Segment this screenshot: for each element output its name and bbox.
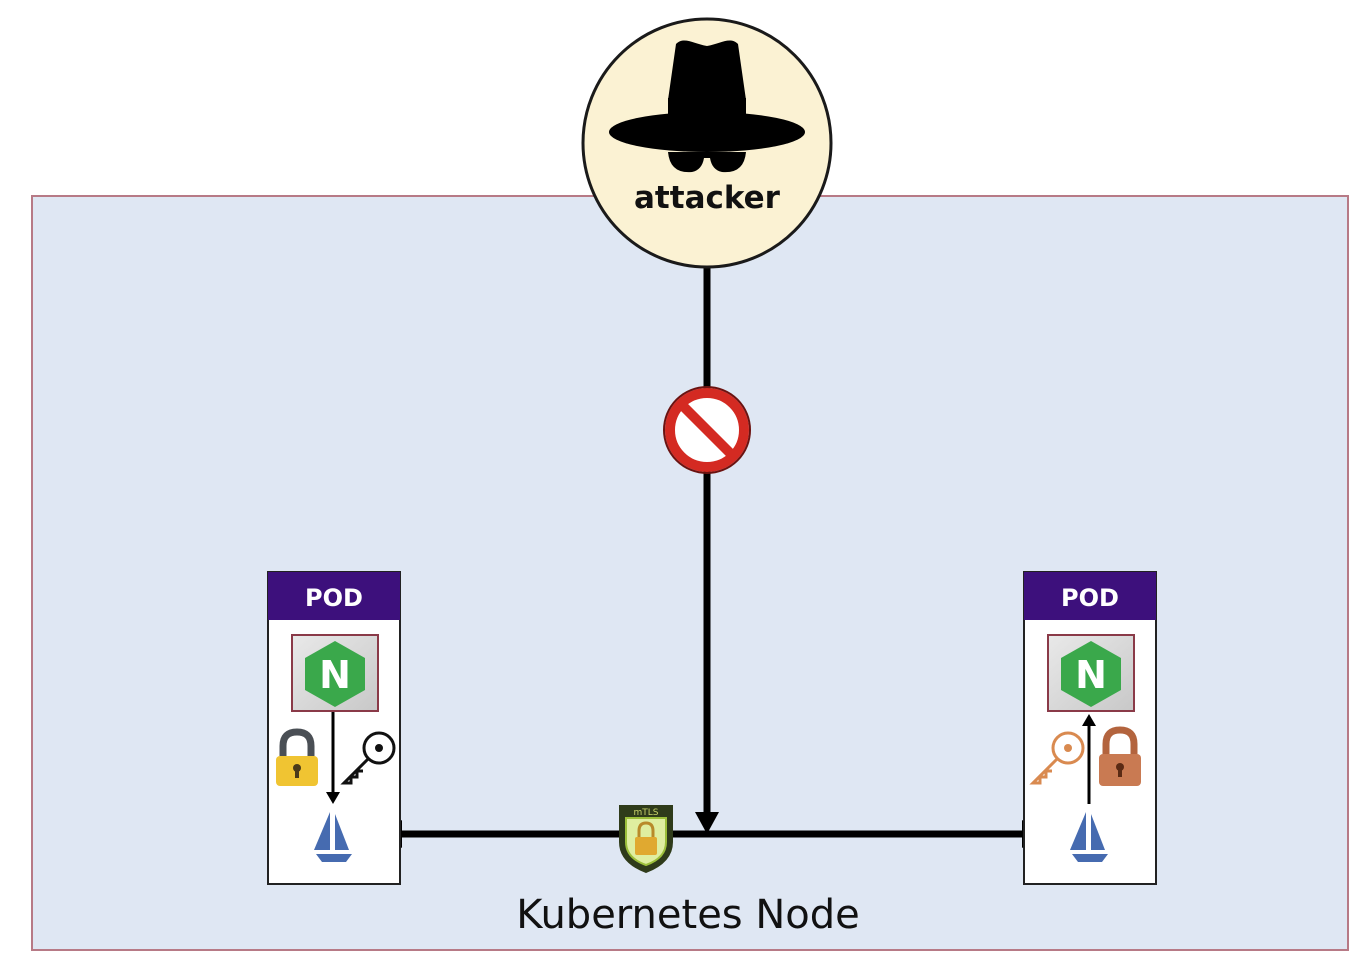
key-icon xyxy=(340,731,396,785)
down-arrowhead xyxy=(695,812,719,834)
nginx-right-letter: N xyxy=(1075,653,1107,697)
pod-right-header xyxy=(1024,572,1156,620)
pod-left-header xyxy=(268,572,400,620)
kubernetes-node-label: Kubernetes Node xyxy=(516,892,860,938)
nginx-left-letter: N xyxy=(319,653,351,697)
mtls-shield-icon: mTLS xyxy=(619,805,673,874)
lock-icon xyxy=(276,728,318,786)
istio-sail-icon xyxy=(314,812,352,862)
attacker-label: attacker xyxy=(634,180,781,216)
pod-right-header-label: POD xyxy=(1061,584,1119,612)
blocked-icon xyxy=(663,386,751,474)
spy-icon xyxy=(609,40,805,173)
pod-left-header-label: POD xyxy=(305,584,363,612)
pod-right-flow-arrowhead xyxy=(1082,714,1096,726)
pod-left: POD N xyxy=(267,571,401,885)
pod-right: POD N xyxy=(1023,571,1157,885)
nginx-icon: N xyxy=(1061,641,1121,707)
lock-icon xyxy=(1099,726,1141,786)
pod-left-flow-arrowhead xyxy=(326,792,340,804)
istio-sail-icon xyxy=(1070,812,1108,862)
mtls-label: mTLS xyxy=(634,808,659,818)
attacker-node: attacker xyxy=(581,17,833,269)
nginx-icon: N xyxy=(305,641,365,707)
key-icon xyxy=(1029,731,1085,785)
